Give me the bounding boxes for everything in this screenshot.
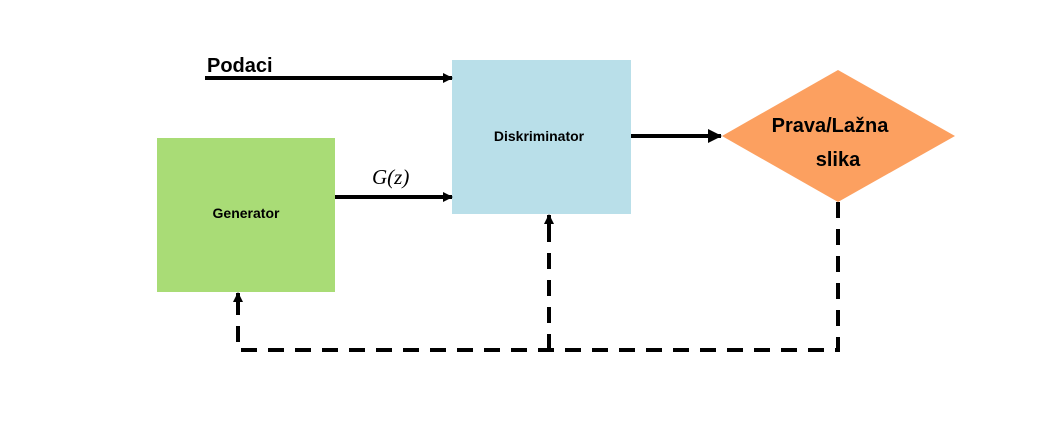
discriminator-label: Diskriminator <box>494 128 585 144</box>
decision-label-line1: Prava/Lažna <box>772 115 890 137</box>
generator-output-label: G(z) <box>372 165 409 189</box>
decision-label-line2: slika <box>816 149 861 171</box>
discriminator-box <box>452 60 631 214</box>
decision-diamond <box>722 70 955 202</box>
generator-box <box>157 138 335 292</box>
feedback-path <box>236 202 840 352</box>
generator-label: Generator <box>213 205 280 221</box>
data-input-label: Podaci <box>207 55 273 77</box>
